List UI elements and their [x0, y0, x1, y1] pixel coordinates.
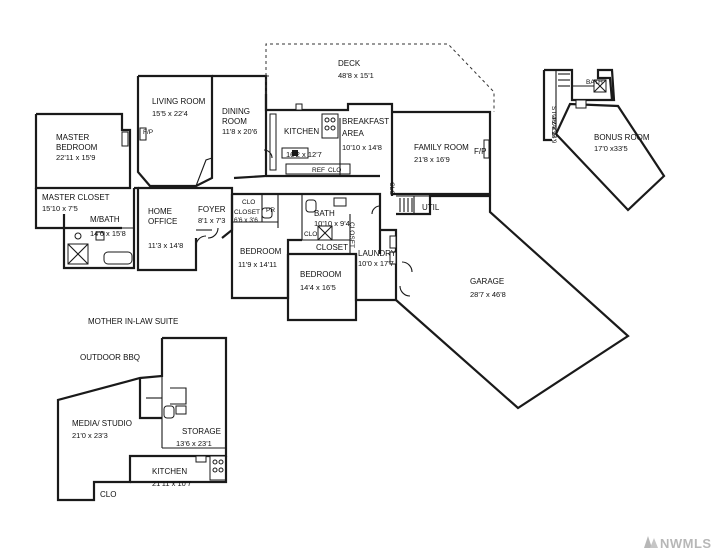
deck-outline [265, 43, 495, 112]
media-studio-label: MEDIA/ STUDIO [72, 419, 132, 428]
master-bedroom-dim: 22'11 x 15'9 [56, 153, 95, 162]
suite-walls [56, 336, 228, 502]
laundry-label: LAUNDRY [358, 249, 397, 258]
family-room-dim: 21'8 x 16'9 [414, 155, 450, 164]
bedroom-2-dim: 14'4 x 16'5 [300, 283, 336, 292]
watermark-icon [644, 536, 658, 548]
master-bedroom-label-1: MASTER [56, 133, 90, 142]
closet-vertical-label: CLOSET [348, 222, 355, 248]
garage-label: GARAGE [470, 277, 504, 286]
bonus-room-dim: 17'0 x33'5 [594, 144, 628, 153]
master-closet-label: MASTER CLOSET [42, 193, 110, 202]
family-room-label: FAMILY ROOM [414, 143, 469, 152]
ref-label: REF [312, 167, 325, 174]
outdoor-bbq-label: OUTDOOR BBQ [80, 353, 140, 362]
breakfast-label-2: AREA [342, 129, 364, 138]
closet-a-dim: 6'6 x 3'6 [234, 217, 258, 224]
breakfast-dim: 10'10 x 14'8 [342, 143, 382, 152]
closet-label: CLOSET [316, 243, 348, 252]
bonus-bath-label: BATH [586, 79, 603, 86]
dining-room-label-2: ROOM [222, 117, 247, 126]
stairs [399, 198, 413, 212]
foyer-label: FOYER [198, 205, 226, 214]
bonus-room-label: BONUS ROOM [594, 133, 650, 142]
clo-label-1: CLO [242, 199, 255, 206]
master-bedroom-label-2: BEDROOM [56, 143, 98, 152]
bedroom-2-label: BEDROOM [300, 270, 342, 279]
breakfast-label-1: BREAKFAST [342, 117, 389, 126]
living-room-dim: 15'5 x 22'4 [152, 109, 188, 118]
bedroom-1-dim: 11'9 x 14'11 [238, 260, 277, 269]
suite-clo-label: CLO [100, 490, 116, 499]
storage-small-dim: 4'2 x 14'9 [550, 116, 557, 144]
fixtures [67, 103, 490, 297]
dining-room-label-1: DINING [222, 107, 250, 116]
garage-dim: 28'7 x 46'8 [470, 290, 506, 299]
suite-title: MOTHER IN-LAW SUITE [88, 317, 178, 326]
home-office-dim: 11'3 x 14'8 [148, 241, 183, 250]
living-room-label: LIVING ROOM [152, 97, 206, 106]
master-closet-dim: 15'10 x 7'5 [42, 204, 78, 213]
clo-label-4: CLO [388, 182, 395, 195]
media-studio-dim: 21'0 x 23'3 [72, 431, 108, 440]
main-house-walls [34, 74, 630, 410]
watermark: NWMLS [644, 536, 712, 551]
suite-kitchen-dim: 21'11 x 10'7 [152, 479, 191, 488]
mbath-label: M/BATH [90, 215, 120, 224]
master-fp-label: F/P [143, 129, 153, 136]
clo-label-2: CLO [304, 231, 317, 238]
bedroom-1-label: BEDROOM [240, 247, 282, 256]
watermark-text: NWMLS [660, 536, 712, 551]
deck-dim: 48'8 x 15'1 [338, 71, 374, 80]
storage-big-label: STORAGE [182, 427, 221, 436]
kitchen-label: KITCHEN [284, 127, 319, 136]
dining-room-dim: 11'8 x 20'6 [222, 127, 257, 136]
pr-label: PR [266, 207, 275, 214]
util-label: UTIL [422, 203, 440, 212]
mbath-dim: 14'6 x 15'8 [90, 229, 126, 238]
bath-label: BATH [314, 209, 335, 218]
family-fp-label: F/P [474, 147, 486, 156]
suite-kitchen-label: KITCHEN [152, 467, 187, 476]
room-labels: DECK 48'8 x 15'1 LIVING ROOM 15'5 x 22'4… [42, 59, 650, 499]
foyer-dim: 8'1 x 7'3 [198, 216, 225, 225]
home-office-label-2: OFFICE [148, 217, 177, 226]
closet-a-label: CLOSET [234, 209, 260, 216]
storage-small-label: STORAGE [550, 106, 557, 138]
deck-label: DECK [338, 59, 361, 68]
bonus-room-area [542, 68, 666, 212]
storage-big-dim: 13'6 x 23'1 [176, 439, 212, 448]
laundry-dim: 10'0 x 17'7 [358, 259, 394, 268]
bath-dim: 10'10 x 9'4 [314, 219, 350, 228]
clo-label-3: CLO [328, 167, 341, 174]
kitchen-dim: 16'2 x 12'7 [286, 150, 322, 159]
home-office-label-1: HOME [148, 207, 172, 216]
